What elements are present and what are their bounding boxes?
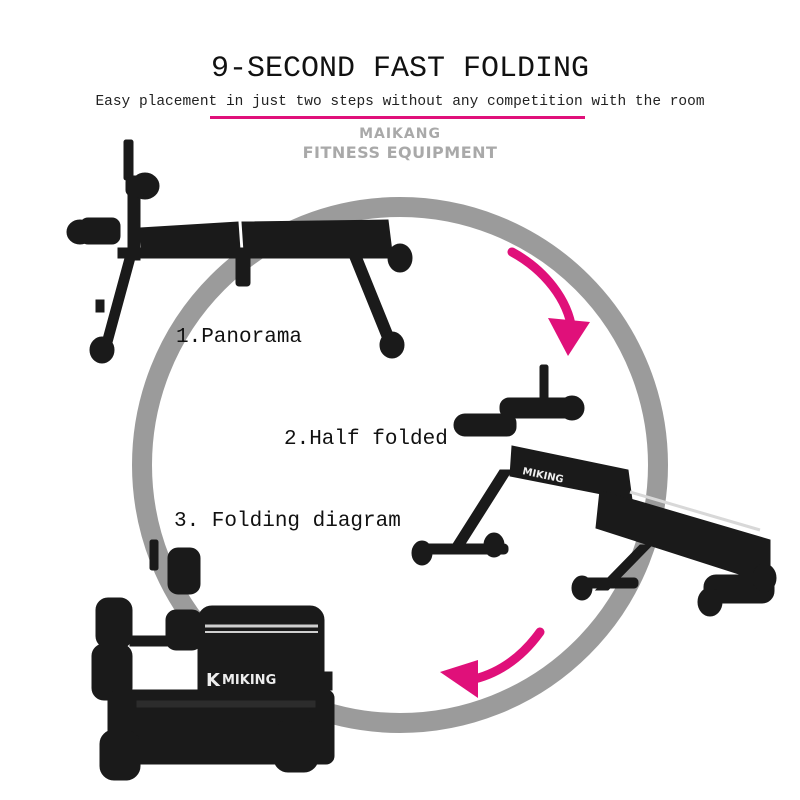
brand-name: MAIKANG [359,126,441,142]
brand-tagline: FITNESS EQUIPMENT [302,143,498,162]
step-label-half-folded: 2.Half folded [284,428,448,451]
logo-mark-k: K [206,670,221,691]
product-logo: K MIKING [206,670,276,691]
arrow-icon-bottom-left [440,627,545,698]
logo-name: MIKING [222,673,276,688]
title-underline [210,116,585,119]
step-label-panorama: 1.Panorama [176,326,303,349]
page-subtitle: Easy placement in just two steps without… [95,94,705,110]
page-title: 9-SECOND FAST FOLDING [210,52,590,86]
step-label-folding-diagram: 3. Folding diagram [174,510,401,533]
bench-half-folded-image: MIKING [411,364,777,617]
bench-folded-image [91,539,335,781]
bench-panorama-image [66,139,413,364]
fold-cycle-ring [132,197,668,733]
arrow-icon-top-right [507,247,590,356]
